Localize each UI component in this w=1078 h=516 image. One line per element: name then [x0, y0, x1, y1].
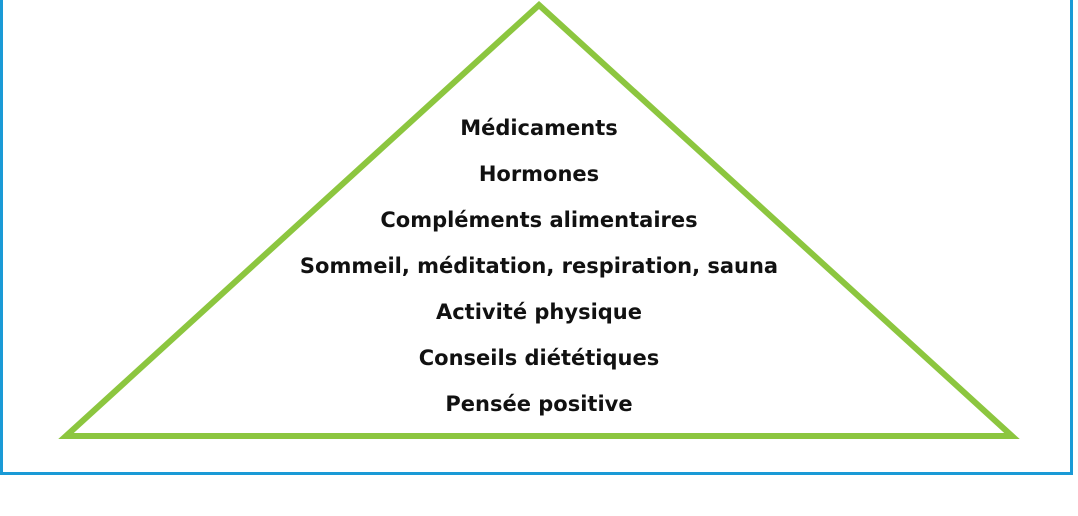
pyramid-level-sommeil: Sommeil, méditation, respiration, sauna — [299, 254, 779, 278]
pyramid-level-conseils: Conseils diététiques — [418, 346, 660, 370]
pyramid-level-activite: Activité physique — [435, 300, 642, 324]
pyramid-level-hormones: Hormones — [478, 162, 600, 186]
diagram-frame — [0, 0, 1073, 475]
pyramid-level-medicaments: Médicaments — [460, 116, 618, 140]
pyramid-level-complements: Compléments alimentaires — [380, 208, 698, 232]
pyramid-level-pensee: Pensée positive — [445, 392, 633, 416]
pyramid-levels: Médicaments Hormones Compléments aliment… — [0, 108, 1078, 430]
